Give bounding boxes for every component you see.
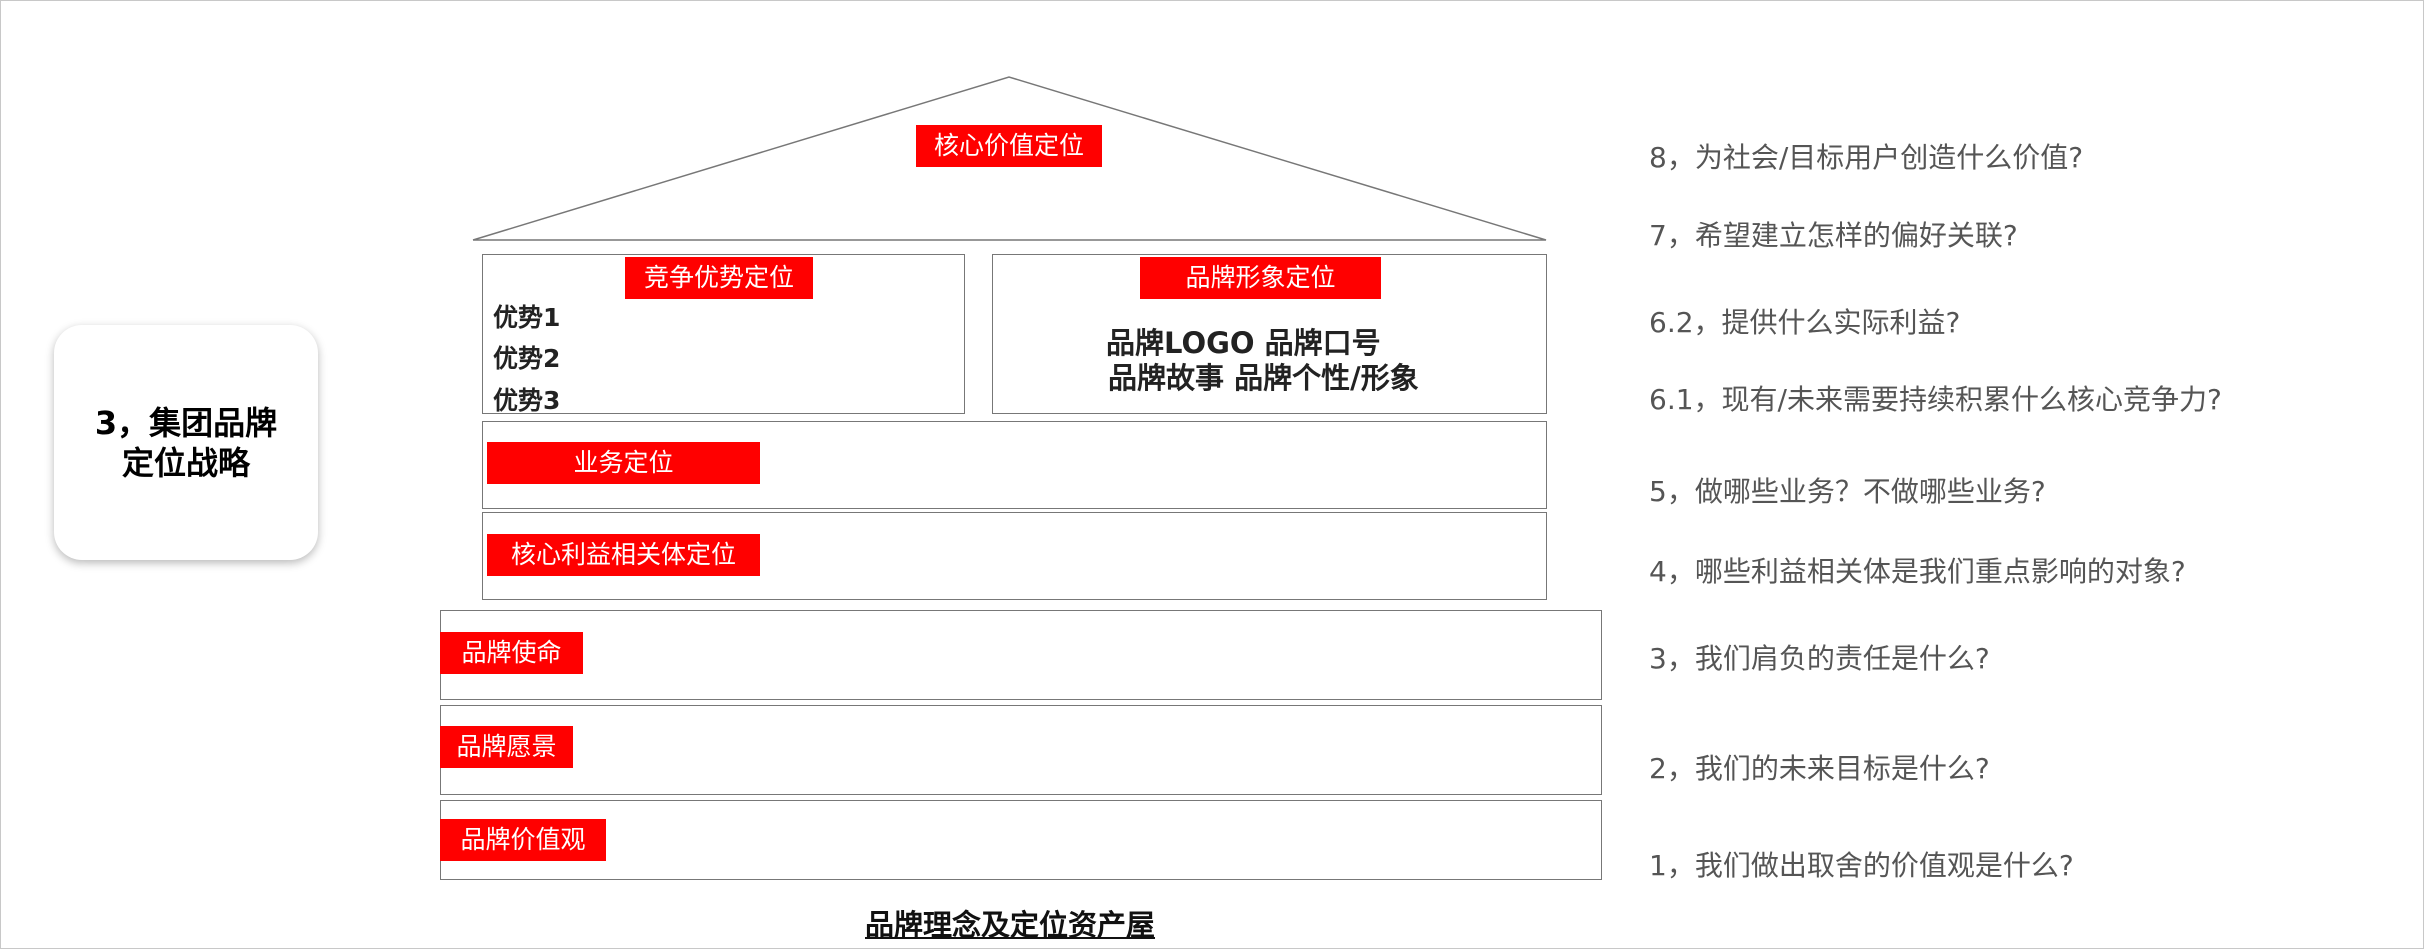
question-5: 5，做哪些业务？不做哪些业务? [1649,475,2046,508]
advantage-item-2: 优势2 [493,344,561,373]
advantage-item-3: 优势3 [493,386,561,415]
title-line-1: 3，集团品牌 [94,403,278,442]
question-6-1: 6.1，现有/未来需要持续积累什么核心竞争力? [1649,383,2222,416]
vision-label: 品牌愿景 [440,726,573,768]
business-label: 业务定位 [487,442,760,484]
vision-box [440,705,1602,795]
diagram-caption: 品牌理念及定位资产屋 [865,908,1156,942]
competitive-advantage-label: 竞争优势定位 [625,257,813,299]
question-7: 7，希望建立怎样的偏好关联? [1649,219,2018,252]
advantage-item-1: 优势1 [493,303,561,332]
values-label: 品牌价值观 [440,819,606,861]
brand-image-line-2: 品牌故事 品牌个性/形象 [1108,361,1419,395]
values-box [440,800,1602,880]
title-card: 3，集团品牌 定位战略 [54,325,318,560]
question-1: 1，我们做出取舍的价值观是什么? [1649,849,2074,882]
stakeholder-label: 核心利益相关体定位 [487,534,760,576]
question-4: 4，哪些利益相关体是我们重点影响的对象? [1649,555,2186,588]
brand-image-line-1: 品牌LOGO 品牌口号 [1106,326,1381,360]
question-3: 3，我们肩负的责任是什么? [1649,642,1990,675]
brand-image-label: 品牌形象定位 [1140,257,1381,299]
stakeholder-box [482,512,1547,600]
mission-label: 品牌使命 [440,632,583,674]
question-6-2: 6.2，提供什么实际利益? [1649,306,1961,339]
title-line-2: 定位战略 [121,443,250,482]
roof-label: 核心价值定位 [916,125,1102,167]
question-2: 2，我们的未来目标是什么? [1649,752,1990,785]
question-8: 8，为社会/目标用户创造什么价值? [1649,141,2084,174]
mission-box [440,610,1602,700]
